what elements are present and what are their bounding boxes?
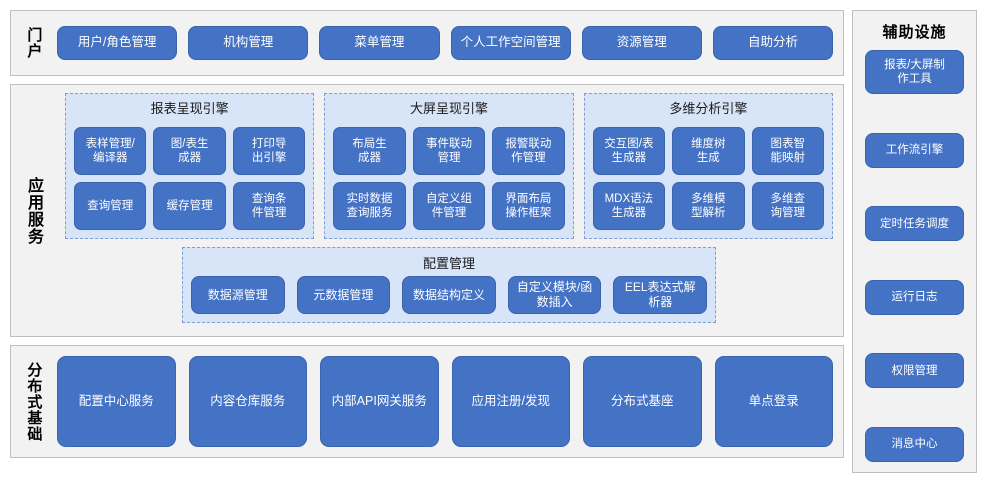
config-item-4[interactable]: EEL表达式解析器 [613,276,707,314]
config-management-panel: 配置管理 数据源管理元数据管理数据结构定义自定义模块/函数插入 EEL表达式解析器 [181,247,717,323]
engine-panel-2-title: 多维分析引擎 [669,101,748,116]
distributed-base-section: 分布式基础 配置中心服务内容仓库服务内部API网关服务应用注册/发现分布式基座单… [10,345,844,458]
engine-1-item-0[interactable]: 布局生 成器 [333,126,406,175]
config-item-0[interactable]: 数据源管理 [190,276,285,314]
engine-0-item-5[interactable]: 查询条 件管理 [232,181,306,230]
portal-item-2[interactable]: 菜单管理 [319,26,440,60]
engine-1-item-2[interactable]: 报警联动 作管理 [492,126,565,175]
config-management-title: 配置管理 [422,256,475,271]
engine-panel-0-title: 报表呈现引擎 [150,101,229,116]
engine-0-item-0[interactable]: 表样管理/ 编译器 [74,126,147,175]
engine-2-item-1[interactable]: 维度树 生成 [672,126,745,175]
engine-1-item-4[interactable]: 自定义组 件管理 [412,181,486,230]
distributed-base-section-label: 分布式基础 [11,346,55,457]
aux-item-1[interactable]: 工作流引擎 [865,132,964,168]
distributed-base-item-1[interactable]: 内容仓库服务 [188,356,307,447]
app-services-section: 应用服务 报表呈现引擎表样管理/ 编译器图/表生 成器打印导 出引擎查询管理缓存… [10,84,844,337]
engine-panel-1-item-list: 布局生 成器事件联动 管理报警联动 作管理实时数据 查询服务自定义组 件管理界面… [333,126,565,230]
aux-facilities-section: 辅助设施 报表/大屏制 作工具工作流引擎定时任务调度运行日志权限管理消息中心 [852,10,977,473]
config-item-1[interactable]: 元数据管理 [296,276,391,314]
config-management-item-list: 数据源管理元数据管理数据结构定义自定义模块/函数插入 EEL表达式解析器 [190,276,707,314]
engine-2-item-4[interactable]: 多维模 型解析 [672,181,745,230]
engine-0-item-3[interactable]: 查询管理 [74,181,147,230]
distributed-base-item-0[interactable]: 配置中心服务 [57,356,176,447]
distributed-base-item-4[interactable]: 分布式基座 [583,356,702,447]
engine-2-item-5[interactable]: 多维查 询管理 [751,181,824,230]
distributed-base-item-3[interactable]: 应用注册/发现 [451,356,570,447]
engine-1-item-5[interactable]: 界面布局 操作框架 [492,181,565,230]
portal-section: 门户 用户/角色管理机构管理菜单管理个人工作空间管理资源管理自助分析 [10,10,844,76]
portal-section-label-text: 门户 [25,27,43,59]
engine-2-item-3[interactable]: MDX语法 生成器 [592,181,666,230]
aux-item-2[interactable]: 定时任务调度 [865,206,964,242]
main-column: 门户 用户/角色管理机构管理菜单管理个人工作空间管理资源管理自助分析 应用服务 … [10,10,844,473]
portal-section-label: 门户 [11,11,55,75]
app-services-section-label: 应用服务 [11,85,55,336]
engine-panel-1: 大屏呈现引擎布局生 成器事件联动 管理报警联动 作管理实时数据 查询服务自定义组… [324,93,574,239]
config-item-3[interactable]: 自定义模块/函数插入 [507,276,602,314]
portal-item-3[interactable]: 个人工作空间管理 [450,26,571,60]
aux-facilities-item-list: 报表/大屏制 作工具工作流引擎定时任务调度运行日志权限管理消息中心 [865,50,964,462]
engine-panel-2-item-list: 交互图/表 生成器维度树 生成图表智 能映射 MDX语法 生成器多维模 型解析多维… [592,126,824,230]
engine-0-item-1[interactable]: 图/表生 成器 [153,126,226,175]
aux-item-0[interactable]: 报表/大屏制 作工具 [865,50,964,94]
engine-0-item-4[interactable]: 缓存管理 [153,181,226,230]
engine-panel-2: 多维分析引擎交互图/表 生成器维度树 生成图表智 能映射 MDX语法 生成器多维模… [583,93,833,239]
distributed-base-item-5[interactable]: 单点登录 [714,356,833,447]
engine-panel-0-item-list: 表样管理/ 编译器图/表生 成器打印导 出引擎查询管理缓存管理查询条 件管理 [74,126,306,230]
portal-item-0[interactable]: 用户/角色管理 [57,26,178,60]
engine-1-item-3[interactable]: 实时数据 查询服务 [333,181,406,230]
distributed-base-item-2[interactable]: 内部API网关服务 [320,356,439,447]
portal-item-list: 用户/角色管理机构管理菜单管理个人工作空间管理资源管理自助分析 [55,26,843,60]
engine-panel-1-title: 大屏呈现引擎 [409,101,488,116]
aux-item-5[interactable]: 消息中心 [865,426,964,462]
app-services-section-label-text: 应用服务 [24,176,42,245]
portal-item-5[interactable]: 自助分析 [712,26,834,60]
engine-panel-list: 报表呈现引擎表样管理/ 编译器图/表生 成器打印导 出引擎查询管理缓存管理查询条… [65,93,833,239]
distributed-base-item-list: 配置中心服务内容仓库服务内部API网关服务应用注册/发现分布式基座单点登录 [55,346,843,457]
engine-panel-0: 报表呈现引擎表样管理/ 编译器图/表生 成器打印导 出引擎查询管理缓存管理查询条… [65,93,315,239]
aux-facilities-title: 辅助设施 [882,24,947,41]
engine-0-item-2[interactable]: 打印导 出引擎 [232,126,306,175]
aux-item-4[interactable]: 权限管理 [865,353,964,389]
engine-1-item-1[interactable]: 事件联动 管理 [412,126,486,175]
engine-2-item-2[interactable]: 图表智 能映射 [751,126,824,175]
portal-item-4[interactable]: 资源管理 [581,26,702,60]
config-item-2[interactable]: 数据结构定义 [402,276,496,314]
portal-item-1[interactable]: 机构管理 [188,26,309,60]
aux-item-3[interactable]: 运行日志 [865,279,964,315]
portal-section-body: 用户/角色管理机构管理菜单管理个人工作空间管理资源管理自助分析 [55,11,843,75]
engine-2-item-0[interactable]: 交互图/表 生成器 [592,126,666,175]
distributed-base-section-body: 配置中心服务内容仓库服务内部API网关服务应用注册/发现分布式基座单点登录 [55,346,843,457]
distributed-base-section-label-text: 分布式基础 [25,361,43,442]
app-services-section-body: 报表呈现引擎表样管理/ 编译器图/表生 成器打印导 出引擎查询管理缓存管理查询条… [55,85,843,336]
